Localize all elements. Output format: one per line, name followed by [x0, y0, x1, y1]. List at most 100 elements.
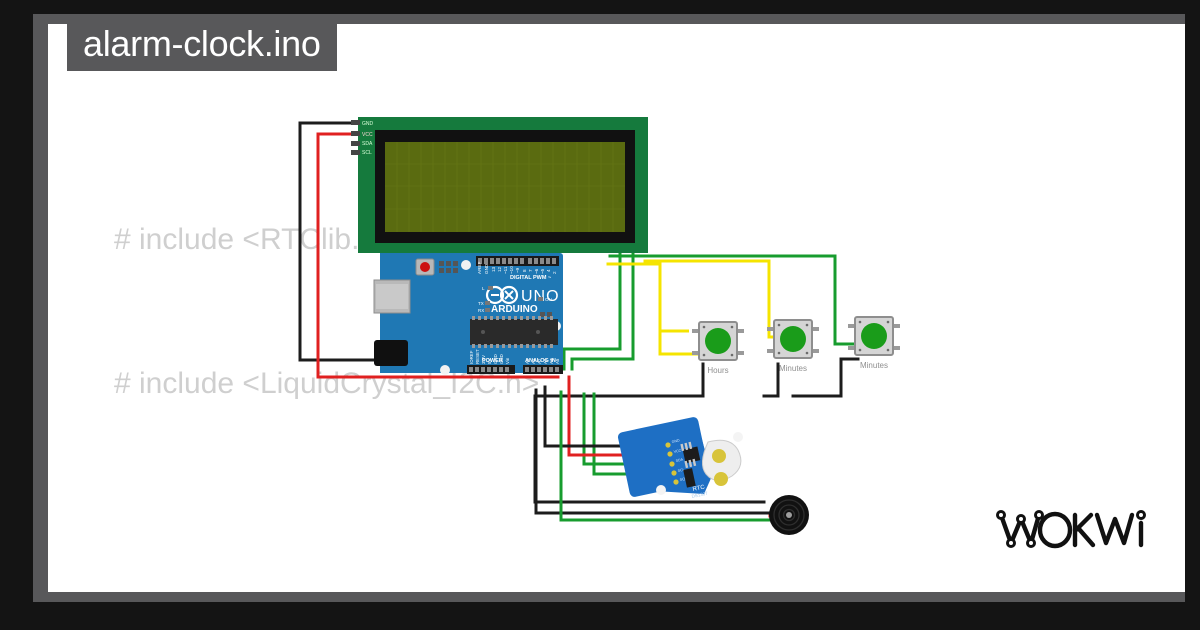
svg-text:GND: GND	[484, 263, 489, 274]
wokwi-logo	[993, 503, 1153, 562]
lcd-screen-character-grid	[385, 142, 625, 232]
circuit-diagram: GND VCC SDA SCL	[298, 117, 900, 535]
svg-text:GND: GND	[671, 438, 680, 444]
power-header-pins	[469, 367, 509, 372]
wokwi-logo-svg	[996, 510, 1146, 549]
lcd-pin-label: VCC	[362, 132, 373, 138]
svg-text:3.3V: 3.3V	[481, 355, 486, 364]
arduino-wordmark: ARDUINO	[491, 304, 538, 315]
wire-btn3-ground	[791, 357, 860, 398]
svg-text:VCC: VCC	[673, 448, 682, 454]
svg-text:~5: ~5	[540, 268, 545, 274]
atmega-chip-pins	[472, 316, 553, 348]
lcd-screen	[385, 142, 625, 232]
svg-text:GND: GND	[493, 354, 498, 364]
svg-text:8: 8	[522, 269, 527, 272]
pushbutton-cap[interactable]	[780, 326, 806, 352]
svg-text:A3: A3	[543, 358, 548, 364]
pushbutton-1[interactable]: Hours	[692, 321, 744, 375]
svg-text:A0: A0	[525, 358, 530, 364]
svg-text:GND: GND	[499, 354, 504, 364]
svg-text:~9: ~9	[515, 267, 520, 273]
lcd-module[interactable]: GND VCC SDA SCL	[351, 117, 648, 253]
svg-text:4: 4	[546, 269, 551, 272]
svg-text:SCL: SCL	[677, 468, 685, 473]
icsp-header-2	[439, 261, 458, 273]
power-jack	[374, 340, 408, 366]
svg-text:7: 7	[528, 269, 533, 272]
svg-text:SQW: SQW	[679, 476, 689, 482]
lcd-pin-header: GND VCC SDA SCL	[351, 120, 374, 156]
rtc-ic-main	[682, 446, 701, 464]
pushbutton-cap[interactable]	[705, 328, 731, 354]
status-leds	[485, 286, 543, 312]
svg-text:~10: ~10	[509, 266, 514, 274]
power-header-label: POWER	[482, 358, 503, 364]
wire-buzzer-signal	[559, 390, 772, 522]
wokwi-letter-k	[1072, 512, 1096, 548]
svg-text:SDA: SDA	[675, 457, 684, 463]
arduino-model-name: UNO	[521, 288, 560, 305]
svg-text:A1: A1	[531, 358, 536, 364]
lcd-pin-label: SCL	[362, 150, 372, 156]
rtc-ic-pin-rows	[680, 441, 697, 469]
lcd-pin-label: SDA	[362, 141, 373, 147]
wire-btn1-signal	[606, 262, 705, 356]
usb-connector-inner	[376, 284, 408, 309]
svg-text:2: 2	[552, 271, 557, 274]
pushbutton-label: Hours	[707, 366, 728, 375]
buzzer-vent-hole	[786, 512, 792, 518]
power-pin-labels: IOREF RESET 3.3V 5V GND GND Vin	[469, 349, 510, 364]
svg-text:L: L	[482, 286, 485, 291]
pushbutton-corner-dots	[777, 323, 809, 355]
pushbutton-corner-dots	[702, 325, 734, 357]
arduino-uno-board[interactable]: DIGITAL PWM ~ AREF GND 13 12 ~11 ~10 ~9 …	[373, 253, 563, 375]
rtc-module[interactable]: GND VCC SDA SCL SQW	[617, 416, 743, 499]
wokwi-node-dots	[996, 510, 1146, 548]
lcd-pin-label: GND	[362, 121, 374, 127]
reset-button-cap[interactable]	[420, 262, 430, 272]
svg-text:12: 12	[497, 266, 502, 272]
analog-pin-labels: A0 A1 A2 A3 A4 A5	[525, 358, 560, 364]
arduino-infinity-logo	[485, 285, 519, 305]
wire-buzzer-gnd	[534, 388, 772, 515]
pushbutton-3[interactable]: Minutes	[848, 316, 900, 370]
buzzer-ring-mid	[778, 504, 800, 526]
buzzer[interactable]	[769, 495, 809, 535]
diagram-canvas: # include <RTClib.h> # include <LiquidCr…	[48, 24, 1185, 592]
wokwi-letter-w2	[1094, 512, 1135, 546]
wire-btn3-signal	[608, 254, 862, 346]
pushbutton-label: Minutes	[860, 361, 888, 370]
svg-text:AREF: AREF	[477, 262, 482, 274]
digital-header-pins	[478, 258, 556, 264]
pushbutton-cap[interactable]	[861, 323, 887, 349]
pushbutton-2[interactable]: Minutes	[767, 319, 819, 373]
atmega-pin1-dot	[481, 330, 485, 334]
rtc-pin-pads	[665, 442, 679, 485]
led-labels: L TX RX ON	[478, 286, 552, 313]
digital-header-label: DIGITAL PWM ~	[510, 275, 551, 281]
mounting-hole	[440, 365, 450, 375]
buzzer-ring-outer	[773, 499, 805, 531]
pushbutton-corner-dots	[858, 320, 890, 352]
pushbutton-legs	[767, 327, 819, 353]
svg-text:Vin: Vin	[505, 357, 510, 364]
rtc-mounting-hole-top	[733, 432, 743, 442]
pushbutton-legs	[848, 324, 900, 350]
file-title-chip: alarm-clock.ino	[67, 17, 337, 71]
rtc-ic-small	[683, 468, 696, 488]
rtc-silkscreen-part: DS1307	[691, 491, 708, 499]
svg-text:IOREF: IOREF	[469, 350, 474, 364]
svg-text:13: 13	[491, 266, 496, 272]
svg-text:A4: A4	[549, 358, 554, 364]
wokwi-letter-o	[1037, 511, 1073, 549]
svg-text:A5: A5	[555, 358, 560, 364]
coin-cell-contact-top	[712, 449, 726, 463]
svg-text:RX: RX	[478, 308, 484, 313]
coin-cell-contact-bottom	[714, 472, 728, 486]
svg-text:~6: ~6	[534, 268, 539, 274]
analog-header-label: ANALOG IN	[525, 358, 556, 364]
digital-pin-labels: AREF GND 13 12 ~11 ~10 ~9 8 7 ~6 ~5 4 2	[477, 262, 557, 274]
buzzer-ring-inner	[782, 508, 796, 522]
